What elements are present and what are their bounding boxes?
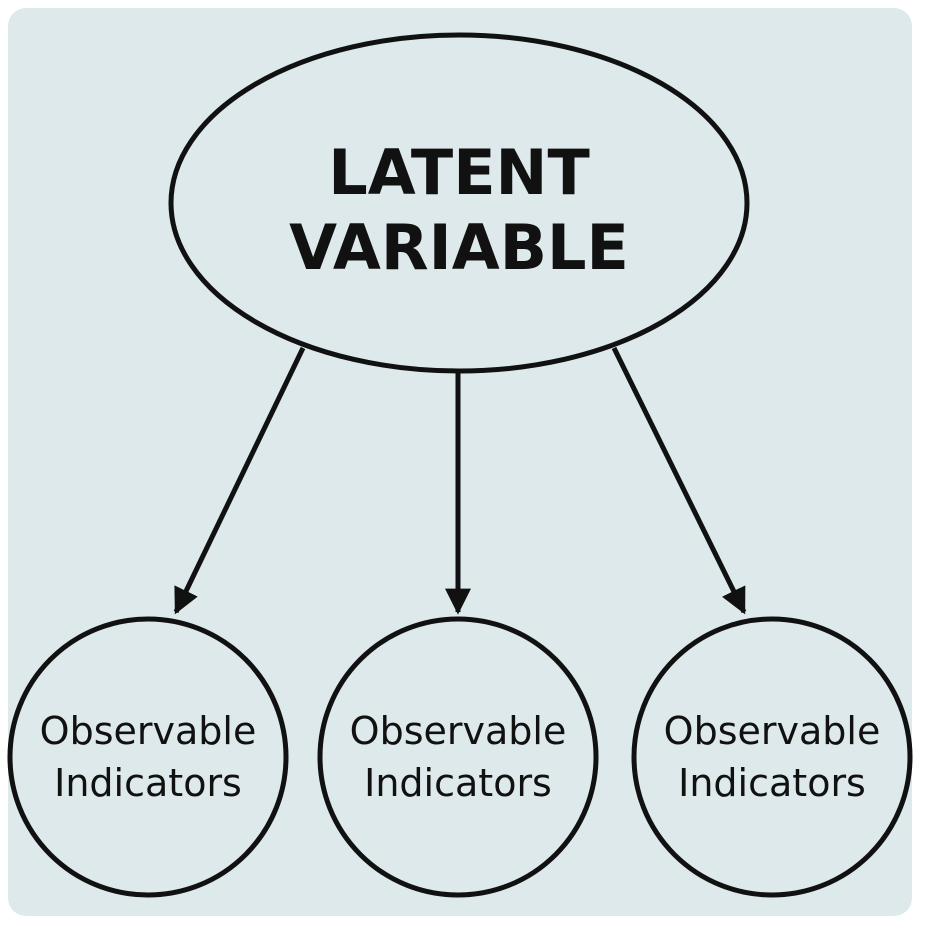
indicator-1-line2: Indicators — [54, 761, 242, 805]
latent-label-line2: VARIABLE — [289, 211, 629, 284]
indicator-1-line1: Observable — [40, 709, 257, 753]
indicator-node-2: Observable Indicators — [317, 616, 599, 898]
arrow-left — [173, 346, 306, 615]
indicator-2-line1: Observable — [350, 709, 567, 753]
latent-variable-ellipse — [168, 32, 750, 374]
indicator-3-line1: Observable — [664, 709, 881, 753]
indicator-2-line2: Indicators — [364, 761, 552, 805]
arrow-right — [611, 346, 747, 615]
indicator-circle-2 — [317, 616, 599, 898]
latent-variable-node: LATENT VARIABLE — [168, 32, 750, 374]
indicator-node-1: Observable Indicators — [7, 616, 289, 898]
indicator-circle-1 — [7, 616, 289, 898]
indicator-3-line2: Indicators — [678, 761, 866, 805]
indicator-circle-3 — [631, 616, 913, 898]
indicator-node-3: Observable Indicators — [631, 616, 913, 898]
latent-label-line1: LATENT — [328, 136, 590, 209]
